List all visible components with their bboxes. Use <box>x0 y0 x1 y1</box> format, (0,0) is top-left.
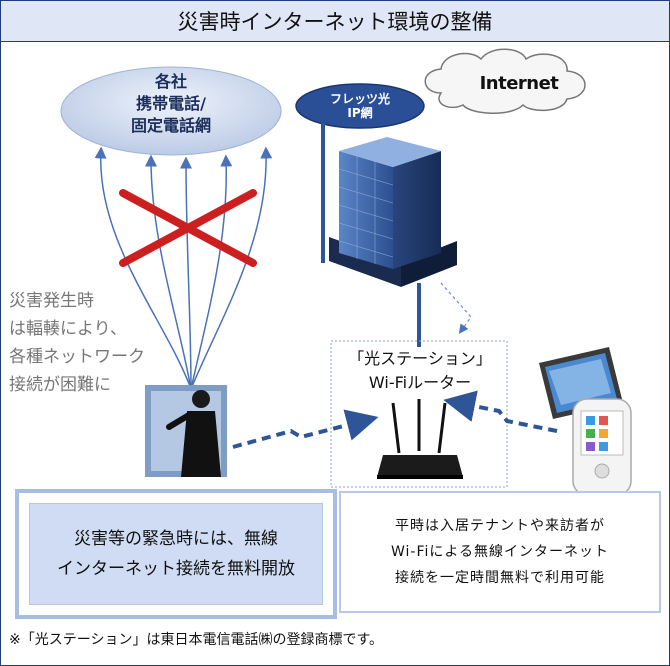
wifi-station-box <box>330 340 508 488</box>
wireless-arrows <box>232 390 558 449</box>
carrier-network-ellipse <box>60 66 282 156</box>
network-diagram <box>60 48 632 491</box>
blocked-cross-icon <box>119 189 257 267</box>
person-icon <box>145 385 227 477</box>
wifi-station-label: 「光ステーション」 Wi-Fiルーター <box>348 349 492 392</box>
flets-ip-network-label: フレッツ光 IP網 <box>329 92 390 120</box>
internet-cloud-icon <box>424 48 586 114</box>
router-dashed-link <box>440 282 472 334</box>
smartphone-icon <box>572 398 632 491</box>
carrier-network-label: 各社 携帯電話/ 固定電話網 <box>130 72 211 135</box>
trademark-footnote: ※「光ステーション」は東日本電信電話㈱の登録商標です。 <box>9 632 384 648</box>
disaster-caption: 災害発生時 は輻輳により、 各種ネットワーク 接続が困難に <box>9 291 145 395</box>
flets-ip-network-ellipse <box>295 83 425 129</box>
carrier-arrows <box>94 146 273 390</box>
router-icon <box>377 399 463 479</box>
emergency-info-box: 災害等の緊急時には、無線 インターネット接続を無料開放 <box>15 489 337 619</box>
normal-info-box: 平時は入居テナントや来訪者が Wi-Fiによる無線インターネット 接続を一定時間… <box>339 491 661 613</box>
building-icon <box>329 137 457 287</box>
diagram-title: 災害時インターネット環境の整備 <box>1 1 669 42</box>
internet-label: Internet <box>479 73 559 94</box>
